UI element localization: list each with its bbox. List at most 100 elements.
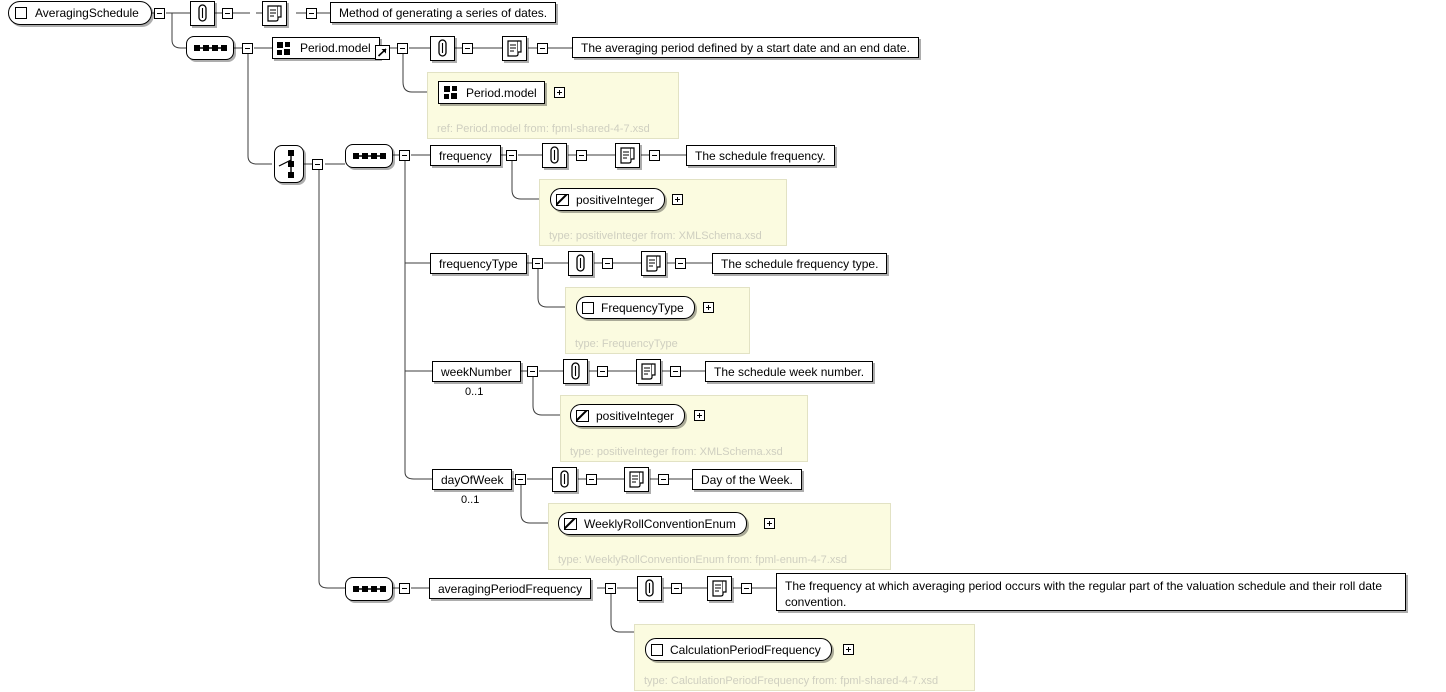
documentation-icon-averagingperiodfrequency[interactable] [707,576,732,601]
complex-type-icon [651,643,663,656]
annotation-icon-dayofweek[interactable] [552,467,577,492]
type-expand-toggle-averagingperiodfrequency[interactable] [843,644,854,655]
sequence-toggle-1[interactable] [399,150,410,161]
element-toggle-dayofweek[interactable] [515,474,526,485]
simple-type-icon [564,517,577,530]
documentation-box-dayofweek: Day of the Week. [692,469,802,490]
documentation-icon-frequencytype[interactable] [641,251,666,276]
element-averagingperiodfrequency[interactable]: averagingPeriodFrequency [429,578,592,599]
annotation-toggle-period-model[interactable] [462,43,473,54]
element-frequencytype[interactable]: frequencyType [430,253,527,274]
documentation-toggle-root[interactable] [306,8,317,19]
element-toggle-frequency[interactable] [506,150,517,161]
documentation-text: Day of the Week. [701,472,793,487]
element-weeknumber[interactable]: weekNumber [432,361,521,382]
documentation-text: The schedule frequency type. [721,256,879,271]
annotation-icon-averagingperiodfrequency[interactable] [637,576,662,601]
choice-compositor[interactable] [274,145,304,183]
sequence-compositor-root[interactable] [186,36,234,60]
documentation-icon-frequency[interactable] [615,143,640,168]
element-period-model[interactable]: Period.model [272,37,380,59]
documentation-icon-period-model[interactable] [502,36,527,61]
panel-ref-text: type: positiveInteger from: XMLSchema.xs… [549,230,762,242]
annotation-icon-weeknumber[interactable] [563,359,588,384]
type-capsule-dayofweek[interactable]: WeeklyRollConventionEnum [558,512,747,535]
element-toggle-frequencytype[interactable] [532,258,543,269]
documentation-icon-dayofweek[interactable] [624,467,649,492]
type-panel-period-model: ref: Period.model from: fpml-shared-4-7.… [427,72,679,139]
type-capsule-label: FrequencyType [601,300,684,315]
documentation-toggle-frequencytype[interactable] [675,258,686,269]
panel-ref-text: type: CalculationPeriodFrequency from: f… [644,675,939,687]
type-expand-toggle-weeknumber[interactable] [694,410,705,421]
choice-toggle[interactable] [312,159,323,170]
documentation-icon-root[interactable] [262,1,287,26]
element-label-period-model: Period.model [300,41,371,55]
documentation-box-frequency: The schedule frequency. [686,145,835,166]
root-collapse-toggle[interactable] [154,8,165,19]
type-capsule-weeknumber[interactable]: positiveInteger [570,404,686,427]
type-expand-toggle-frequency[interactable] [672,194,683,205]
documentation-icon-weeknumber[interactable] [636,359,661,384]
type-capsule-label: positiveInteger [576,192,655,207]
external-link-icon[interactable] [375,45,390,60]
annotation-toggle-weeknumber[interactable] [597,366,608,377]
sequence-toggle-2[interactable] [399,583,410,594]
annotation-icon-frequency[interactable] [542,143,567,168]
type-capsule-label: WeeklyRollConventionEnum [584,516,736,531]
documentation-box-period-model: The averaging period defined by a start … [572,37,919,58]
root-element-averagingschedule[interactable]: AveragingSchedule [8,1,152,25]
documentation-text: The frequency at which averaging period … [785,579,1383,610]
annotation-toggle-frequency[interactable] [576,150,587,161]
sequence-compositor-1[interactable] [345,144,393,168]
type-expand-toggle-dayofweek[interactable] [764,518,775,529]
group-icon [277,41,292,55]
documentation-text: The schedule week number. [714,364,865,379]
documentation-toggle-period-model[interactable] [537,43,548,54]
cardinality-dayofweek: 0..1 [461,494,480,506]
annotation-toggle-averagingperiodfrequency[interactable] [671,583,682,594]
annotation-toggle-frequencytype[interactable] [602,258,613,269]
type-capsule-averagingperiodfrequency[interactable]: CalculationPeriodFrequency [645,638,832,661]
annotation-icon-period-model[interactable] [430,36,455,61]
documentation-box-root: Method of generating a series of dates. [330,2,557,23]
ref-box-label: Period.model [466,85,537,100]
documentation-text: The averaging period defined by a start … [581,40,910,55]
sequence-toggle-root[interactable] [242,43,253,54]
annotation-toggle-dayofweek[interactable] [586,474,597,485]
documentation-box-weeknumber: The schedule week number. [705,361,874,382]
group-icon [444,86,459,99]
type-expand-toggle-frequencytype[interactable] [703,302,714,313]
sequence-compositor-2[interactable] [345,577,393,601]
documentation-box-averagingperiodfrequency: The frequency at which averaging period … [776,573,1406,611]
simple-type-icon [576,409,589,422]
element-label-frequency: frequency [439,148,492,163]
element-toggle-averagingperiodfrequency[interactable] [605,583,616,594]
type-capsule-frequencytype[interactable]: FrequencyType [576,296,695,319]
panel-ref-text: type: WeeklyRollConventionEnum from: fpm… [558,554,847,566]
annotation-toggle-root[interactable] [222,8,233,19]
type-capsule-frequency[interactable]: positiveInteger [550,188,666,211]
simple-type-icon [556,193,569,206]
documentation-box-frequencytype: The schedule frequency type. [712,253,888,274]
element-label-averagingperiodfrequency: averagingPeriodFrequency [438,581,583,596]
type-capsule-label: positiveInteger [596,408,675,423]
documentation-toggle-dayofweek[interactable] [658,474,669,485]
element-toggle-weeknumber[interactable] [527,366,538,377]
element-frequency[interactable]: frequency [430,145,501,166]
element-label-dayofweek: dayOfWeek [441,472,504,487]
annotation-icon-frequencytype[interactable] [568,251,593,276]
documentation-toggle-frequency[interactable] [649,150,660,161]
element-toggle-period-model[interactable] [397,43,408,54]
annotation-icon-root[interactable] [190,1,215,26]
ref-expand-toggle-period-model[interactable] [554,87,565,98]
documentation-toggle-averagingperiodfrequency[interactable] [741,583,752,594]
ref-box-period-model[interactable]: Period.model [438,81,545,104]
documentation-toggle-weeknumber[interactable] [670,366,681,377]
panel-ref-text: ref: Period.model from: fpml-shared-4-7.… [437,123,650,135]
element-label-weeknumber: weekNumber [441,364,512,379]
cardinality-weeknumber: 0..1 [465,386,484,398]
element-dayofweek[interactable]: dayOfWeek [432,469,513,490]
element-label-frequencytype: frequencyType [439,256,518,271]
